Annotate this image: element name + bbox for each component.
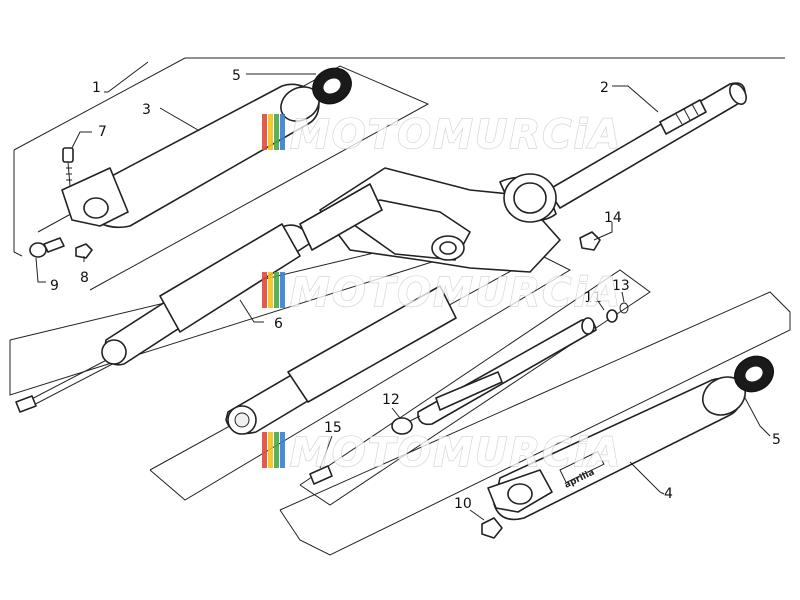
fork-tube-left bbox=[15, 183, 383, 413]
callout-2: 2 bbox=[600, 80, 609, 96]
callout-14: 14 bbox=[604, 210, 622, 226]
callout-12: 12 bbox=[382, 392, 400, 408]
watermark-text-middle: MOTOMURCiA bbox=[290, 270, 622, 316]
callout-8: 8 bbox=[80, 270, 89, 286]
group-bracket-4 bbox=[279, 291, 791, 556]
callout-3: 3 bbox=[142, 102, 151, 118]
callout-5-top: 5 bbox=[232, 68, 241, 84]
axle-nut bbox=[481, 517, 503, 539]
spring-seat bbox=[391, 417, 413, 435]
callout-13: 13 bbox=[612, 278, 630, 294]
upper-fork-leg-right bbox=[61, 83, 320, 229]
dust-seal-upper bbox=[312, 67, 352, 105]
callout-4: 4 bbox=[664, 486, 673, 502]
callout-9: 9 bbox=[50, 278, 59, 294]
steering-stem bbox=[547, 82, 747, 209]
fork-crown bbox=[319, 167, 561, 273]
pinch-nut bbox=[75, 243, 93, 259]
dust-seal-lower bbox=[734, 355, 774, 393]
fork-tube-right bbox=[225, 285, 457, 435]
rod-washer bbox=[606, 309, 618, 323]
drain-screw bbox=[309, 465, 333, 485]
callout-6: 6 bbox=[274, 316, 283, 332]
rod-o-ring bbox=[619, 302, 629, 314]
watermark-text-top: MOTOMURCiA bbox=[290, 112, 622, 158]
damper-rod bbox=[407, 317, 597, 426]
lower-fork-slider bbox=[487, 376, 746, 521]
callout-labels: 1 2 3 5 7 8 9 6 14 11 13 12 15 10 4 5 bbox=[50, 68, 781, 512]
clamp-bolt bbox=[62, 147, 74, 187]
callout-15: 15 bbox=[324, 420, 342, 436]
pinch-bolt bbox=[29, 237, 65, 258]
group-bracket-cartridge bbox=[299, 269, 651, 506]
watermark-middle: MOTOMURCiA bbox=[262, 269, 622, 317]
callout-5-bottom: 5 bbox=[772, 432, 781, 448]
callout-1: 1 bbox=[92, 80, 101, 96]
crown-nut bbox=[579, 231, 601, 251]
watermark-top: MOTOMURCiA bbox=[262, 111, 622, 159]
callout-7: 7 bbox=[98, 124, 107, 140]
watermark-text-bottom: MOTOMURCiA bbox=[290, 430, 622, 476]
callout-10: 10 bbox=[454, 496, 472, 512]
group-bracket-1 bbox=[13, 57, 785, 257]
watermark-bottom: MOTOMURCiA bbox=[262, 429, 622, 477]
leader-lines bbox=[35, 61, 771, 521]
callout-11: 11 bbox=[584, 290, 602, 306]
